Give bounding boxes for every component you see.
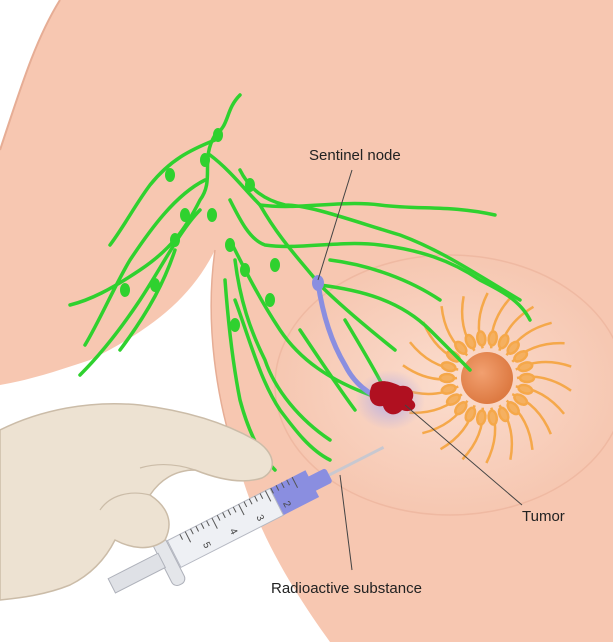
- areola-gland: [506, 401, 520, 416]
- areola-gland: [513, 350, 529, 363]
- label-sentinel-node: Sentinel node: [309, 147, 401, 164]
- syringe-tick: [222, 512, 226, 519]
- label-tumor: Tumor: [522, 508, 565, 525]
- areola-gland: [517, 361, 534, 373]
- areola-gland: [454, 401, 468, 416]
- areola-gland: [475, 409, 487, 426]
- syringe-tick: [248, 498, 253, 505]
- sentinel-node: [312, 275, 324, 291]
- label-radioactive-substance: Radioactive substance: [271, 580, 422, 597]
- areola-gland: [487, 409, 499, 426]
- syringe-tick: [275, 485, 280, 491]
- syringe-tick: [280, 482, 285, 489]
- areola-gland: [464, 333, 477, 350]
- areola-gland: [513, 393, 529, 406]
- areola-gland: [440, 361, 457, 373]
- syringe-tick: [195, 525, 200, 532]
- hand: [0, 402, 273, 601]
- areola-gland: [445, 393, 461, 406]
- syringe-tick: [238, 504, 245, 516]
- syringe-tick: [190, 528, 194, 535]
- syringe-tick: [206, 520, 210, 527]
- areola-gland: [454, 340, 468, 355]
- tumor: [369, 381, 416, 415]
- syringe-tick: [264, 490, 272, 502]
- syringe-tick: [286, 479, 290, 486]
- syringe-tick: [227, 509, 232, 516]
- areola-gland: [497, 406, 510, 423]
- syringe-scale-4: 4: [227, 527, 240, 537]
- syringe-tick: [259, 493, 264, 500]
- syringe-tick: [232, 506, 237, 513]
- nipple: [461, 352, 513, 404]
- areola-gland: [518, 372, 536, 384]
- syringe-tick: [243, 501, 248, 508]
- syringe-tick: [200, 523, 205, 529]
- syringe-tick: [184, 531, 192, 543]
- lymph-nodes: [120, 128, 280, 332]
- areola-gland: [464, 406, 477, 423]
- areola-gland: [475, 330, 487, 347]
- areola-ducts: [402, 292, 572, 464]
- syringe: 2 3 4 5: [107, 445, 385, 594]
- syringe-scale-2: 2: [280, 499, 293, 509]
- lymph-vessels: [68, 93, 532, 472]
- syringe-scale-3: 3: [254, 513, 267, 523]
- areola-gland: [506, 340, 520, 355]
- areola-gland: [487, 330, 499, 347]
- syringe-tick: [270, 487, 274, 494]
- areola-gland: [440, 383, 457, 395]
- syringe-tick: [254, 495, 258, 502]
- syringe-tick: [211, 517, 218, 529]
- syringe-tick: [216, 515, 221, 521]
- areola-gland: [497, 333, 510, 350]
- areola-gland: [438, 372, 456, 384]
- areola-gland: [517, 383, 534, 395]
- syringe-tick: [291, 476, 298, 489]
- syringe-scale-5: 5: [200, 540, 213, 550]
- syringe-tick: [179, 534, 184, 540]
